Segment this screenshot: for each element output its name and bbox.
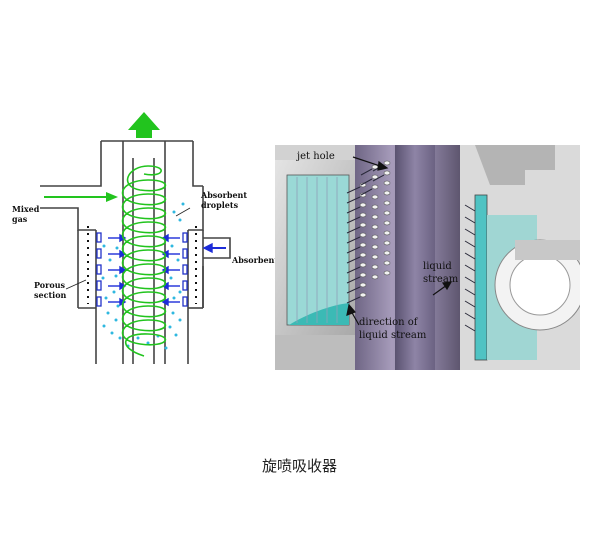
jet-holes — [359, 160, 391, 298]
jet-streaks-right — [464, 204, 476, 332]
absorbent-droplets — [101, 202, 185, 350]
gas-swirl — [121, 165, 167, 357]
left-teal-chamber — [286, 174, 350, 326]
side-outlet-bore — [509, 254, 571, 316]
liquid-inflow-arrows — [108, 233, 226, 307]
label-absorbent-droplets-1: Absorbent — [200, 190, 247, 200]
label-mixed-gas-2: gas — [12, 214, 28, 224]
leader-lines — [65, 207, 191, 290]
absorber-cutaway-render: jet hole liquid stream direction of liqu… — [275, 145, 586, 370]
label-jet-hole: jet hole — [296, 151, 335, 162]
render-labels: jet hole liquid stream direction of liqu… — [296, 151, 459, 341]
label-absorbent-droplets-2: droplets — [201, 200, 239, 210]
porous-dots — [87, 226, 197, 304]
label-absorbent: Absorbent — [231, 255, 278, 265]
label-mixed-gas-1: Mixed — [12, 204, 40, 214]
schematic-labels: Mixed gas Absorbent droplets Absorbent P… — [12, 190, 278, 300]
schematic-svg: Mixed gas Absorbent droplets Absorbent P… — [12, 112, 278, 364]
outlet-collar — [515, 240, 580, 260]
right-teal-wall — [474, 194, 488, 361]
outlet-arrow — [128, 112, 160, 138]
right-top-block — [475, 145, 555, 185]
nozzle-slots — [96, 232, 188, 307]
render-svg: jet hole liquid stream direction of liqu… — [275, 145, 586, 370]
label-liquid-2: stream — [423, 274, 459, 285]
label-porous-2: section — [34, 290, 67, 300]
housing-outline — [40, 141, 231, 364]
label-direction-1: direction of — [359, 317, 419, 328]
spray-absorber-schematic: Mixed gas Absorbent droplets Absorbent P… — [8, 108, 278, 370]
label-porous-1: Porous — [34, 280, 66, 290]
mixed-gas-arrow — [44, 192, 118, 202]
inner-pipe — [395, 145, 435, 370]
left-chamber-lines — [296, 177, 338, 323]
left-liquid-pool — [289, 303, 349, 325]
label-direction-2: liquid stream — [359, 330, 427, 341]
label-liquid-1: liquid — [423, 261, 452, 272]
bottom-left-base — [275, 335, 355, 370]
annotation-arrows — [346, 156, 453, 326]
figure-caption: 旋喷吸收器 — [261, 457, 337, 475]
